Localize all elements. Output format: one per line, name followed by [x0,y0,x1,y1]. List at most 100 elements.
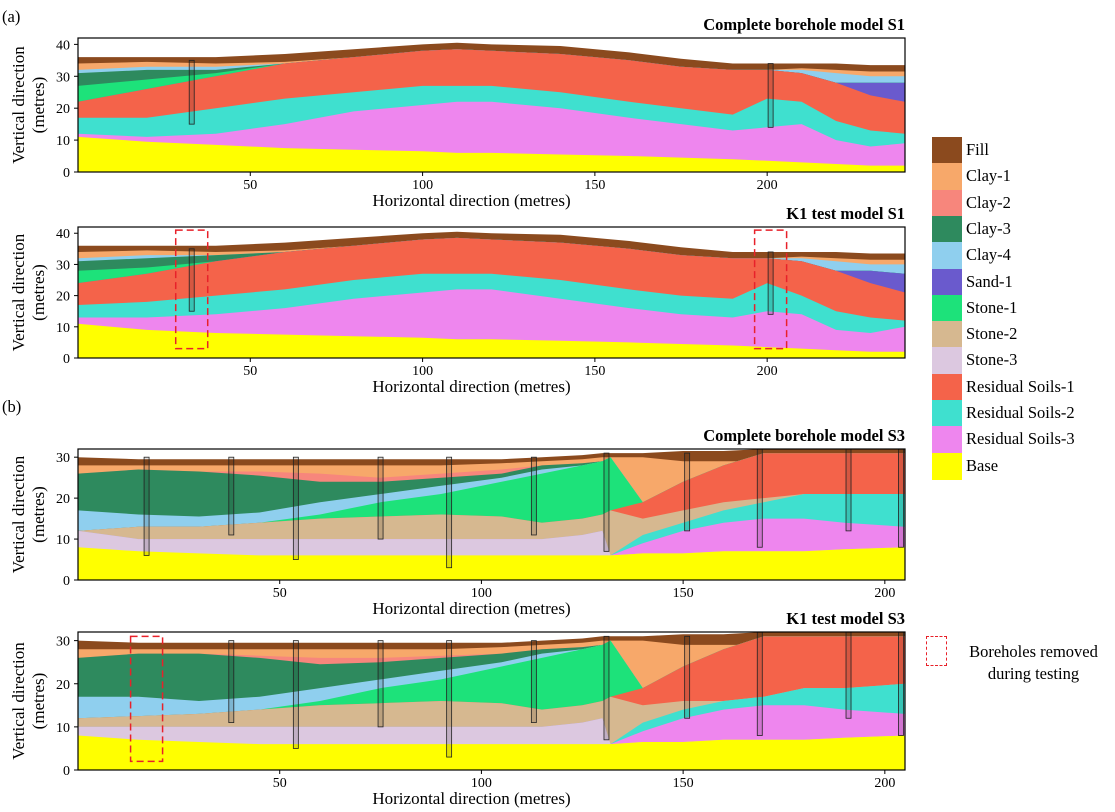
plot-frame [77,631,906,771]
borehole [845,449,852,532]
y-axis-label: Vertical direction(metres) [9,642,48,760]
x-tick-label: 150 [673,586,694,601]
legend-label: Residual Soils-2 [966,403,1075,422]
y-axis-label-unit: (metres) [29,486,48,543]
layer-group [78,632,905,770]
x-tick-label: 150 [584,178,605,193]
subplot-title: Complete borehole model S3 [703,426,905,445]
y-tick-label: 20 [56,102,70,117]
legend-item: Residual Soils-1 [932,373,1112,401]
x-tick-label: 100 [471,776,492,791]
legend-item: Clay-1 [932,163,1112,191]
x-tick-label: 150 [673,776,694,791]
legend-item: Residual Soils-2 [932,400,1112,427]
x-tick-label: 100 [412,178,433,193]
y-axis-label-line: Vertical direction [9,46,28,164]
borehole [143,456,150,556]
legend-swatch [932,294,962,322]
borehole [292,640,299,749]
y-axis-label-unit: (metres) [29,264,48,321]
legend-label: Stone-2 [966,324,1018,344]
y-axis-label: Vertical direction(metres) [9,46,48,164]
legend-swatch [932,163,962,191]
legend-item: Fill [932,137,1112,164]
legend-item: Sand-1 [932,268,1112,296]
legend-swatch [932,137,962,164]
legend-swatch [932,242,962,270]
legend-label: Residual Soils-3 [966,429,1075,449]
y-tick-label: 10 [56,533,70,548]
borehole [898,632,904,736]
legend-label: Clay-1 [966,166,1011,186]
panel-label: (a) [2,7,20,26]
y-axis-label-line: Vertical direction [9,233,28,351]
legend-swatch [932,426,962,454]
subplot-title: Complete borehole model S1 [703,15,905,34]
legend-swatch [932,321,962,349]
removed-key-line1: Boreholes removed [969,642,1098,661]
borehole [188,248,195,312]
legend-swatch [932,347,962,375]
y-axis-label-unit: (metres) [29,77,48,134]
legend-item: Base [932,452,1112,480]
layer-base [78,323,905,358]
y-tick-label: 20 [56,492,70,507]
legend-label: Clay-3 [966,218,1011,238]
borehole [767,251,774,315]
borehole [446,456,453,569]
removed-borehole-marker [174,229,209,350]
layer-group [78,227,905,358]
borehole [377,456,384,540]
y-axis-label-line: Vertical direction [9,455,28,573]
x-tick-label: 200 [757,178,778,193]
legend-swatch [932,215,962,243]
x-axis-label: Horizontal direction (metres) [372,599,570,618]
x-tick-label: 200 [757,364,778,379]
legend-item: Clay-4 [932,242,1112,270]
x-tick-label: 50 [243,364,257,379]
x-axis-label: Horizontal direction (metres) [372,789,570,808]
removed-borehole-marker [753,229,788,350]
removed-borehole-marker [129,635,164,763]
legend-label: Clay-2 [966,192,1011,212]
legend-swatch [932,373,962,401]
layer-base [78,547,905,580]
legend-label: Clay-4 [966,245,1011,265]
x-tick-label: 200 [874,586,895,601]
x-tick-label: 150 [584,364,605,379]
panel-label: (b) [2,397,21,416]
layer-base [78,735,905,770]
borehole [377,640,384,728]
y-axis-label: Vertical direction(metres) [9,233,48,351]
plot-frame [77,448,906,581]
removed-boreholes-key-label: Boreholes removed during testing [956,641,1111,685]
y-tick-label: 0 [63,166,70,181]
borehole [228,640,235,723]
borehole [898,449,904,548]
x-tick-label: 50 [273,586,287,601]
y-tick-label: 40 [56,38,70,53]
subplot-title: K1 test model S1 [786,204,905,223]
y-tick-label: 0 [63,352,70,367]
legend-item: Stone-1 [932,294,1112,322]
y-tick-label: 0 [63,764,70,779]
y-tick-label: 30 [56,70,70,85]
x-tick-label: 50 [273,776,287,791]
y-tick-label: 30 [56,635,70,650]
layer-group [78,38,905,172]
borehole [603,635,610,741]
y-tick-label: 0 [63,574,70,589]
y-tick-label: 20 [56,678,70,693]
borehole [767,63,774,128]
plot-frame [77,226,906,359]
legend-item: Residual Soils-3 [932,426,1112,454]
y-axis-label-unit: (metres) [29,673,48,730]
x-tick-label: 50 [243,178,257,193]
removed-key-line2: during testing [987,664,1080,683]
plot-frame [77,37,906,173]
x-tick-label: 100 [412,364,433,379]
